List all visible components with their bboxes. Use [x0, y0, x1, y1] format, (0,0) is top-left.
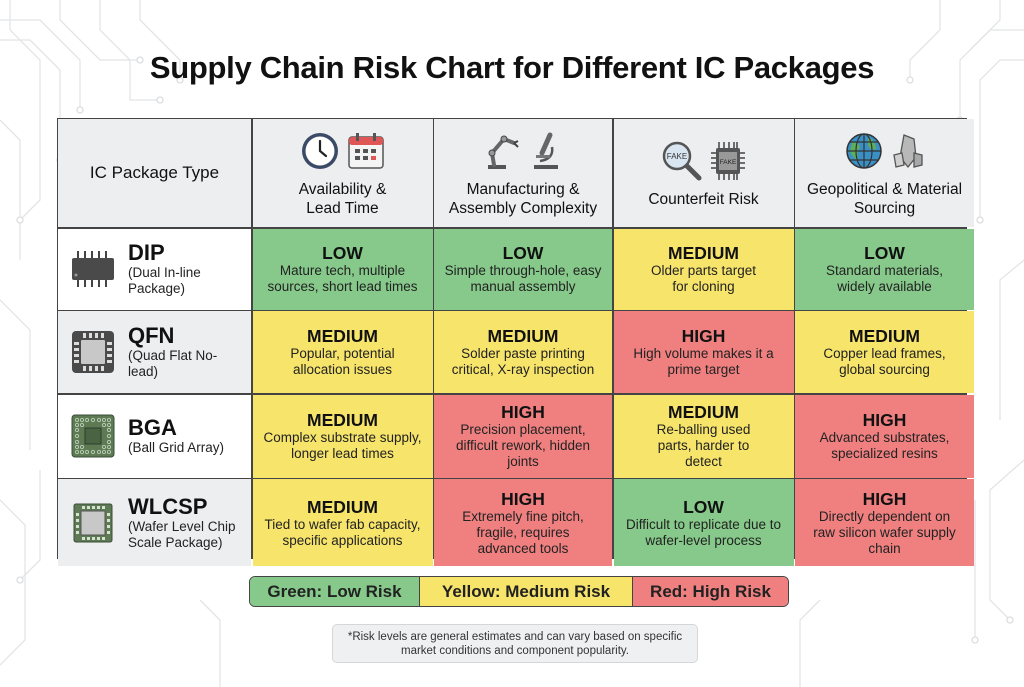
risk-cell-dip-geopolitical: LOW Standard materials, widely available — [795, 228, 974, 310]
risk-level: HIGH — [862, 410, 907, 430]
microscope-icon — [534, 132, 558, 169]
package-dip: DIP (Dual In-line Package) — [58, 228, 251, 310]
risk-cell-wlcsp-geopolitical: HIGH Directly dependent on raw silicon w… — [795, 479, 974, 566]
header-label: Geopolitical & Material Sourcing — [806, 181, 963, 217]
risk-description: Popular, potential allocation issues — [290, 346, 395, 377]
calendar-icon — [347, 133, 384, 169]
risk-cell-qfn-manufacturing: MEDIUM Solder paste printing critical, X… — [434, 311, 612, 393]
legend-medium: Yellow: Medium Risk — [420, 577, 633, 606]
risk-cell-dip-manufacturing: LOW Simple through-hole, easy manual ass… — [434, 228, 612, 310]
robot-arm-icon — [488, 135, 519, 169]
risk-description: Re-balling used parts, harder to detect — [656, 422, 751, 469]
legend-high: Red: High Risk — [633, 577, 788, 606]
page-title: Supply Chain Risk Chart for Different IC… — [149, 50, 875, 85]
risk-level: LOW — [322, 243, 363, 263]
risk-level: MEDIUM — [307, 326, 378, 346]
globe-icon — [845, 133, 882, 169]
package-name: QFN — [128, 323, 175, 348]
risk-description: Copper lead frames, global sourcing — [823, 346, 946, 377]
package-full-name: (Dual In-line Package) — [128, 265, 201, 296]
fake-chip-icon: FAKE — [710, 141, 745, 180]
header-counterfeit: FAKE FAKE Counterfeit Risk — [613, 119, 794, 227]
header-label: Availability & Lead Time — [298, 181, 387, 217]
package-name: WLCSP — [128, 493, 208, 519]
svg-text:FAKE: FAKE — [719, 159, 736, 166]
header-label: Manufacturing & Assembly Complexity — [448, 181, 598, 217]
risk-cell-bga-geopolitical: HIGH Advanced substrates, specialized re… — [795, 394, 974, 478]
risk-description: Directly dependent on raw silicon wafer … — [813, 508, 956, 556]
risk-description: Complex substrate supply, longer lead ti… — [263, 430, 422, 461]
risk-description: Tied to wafer fab capacity, specific app… — [264, 516, 421, 548]
clock-icon — [301, 133, 338, 169]
qfn-chip-icon — [72, 331, 114, 373]
risk-description: Precision placement, difficult rework, h… — [455, 422, 591, 469]
risk-level: HIGH — [501, 488, 545, 509]
risk-cell-dip-counterfeit: MEDIUM Older parts target for cloning — [613, 228, 794, 310]
risk-level: MEDIUM — [849, 326, 920, 346]
svg-text:FAKE: FAKE — [666, 152, 686, 161]
wlcsp-chip-icon — [73, 503, 113, 542]
risk-level: HIGH — [862, 488, 907, 509]
risk-cell-bga-availability: MEDIUM Complex substrate supply, longer … — [252, 394, 433, 478]
magnifier-fake-icon: FAKE — [662, 141, 701, 180]
risk-cell-qfn-geopolitical: MEDIUM Copper lead frames, global sourci… — [795, 311, 974, 393]
package-name: DIP — [128, 240, 165, 265]
risk-level: MEDIUM — [668, 243, 739, 263]
risk-cell-wlcsp-manufacturing: HIGH Extremely fine pitch, fragile, requ… — [434, 479, 612, 566]
risk-cell-qfn-counterfeit: HIGH High volume makes it a prime target — [613, 311, 794, 393]
package-full-name: (Quad Flat No-lead) — [128, 348, 218, 379]
header-manufacturing: Manufacturing & Assembly Complexity — [434, 119, 612, 227]
package-qfn: QFN (Quad Flat No-lead) — [58, 311, 251, 393]
risk-level: MEDIUM — [307, 496, 378, 517]
risk-legend: Green: Low Risk Yellow: Medium Risk Red:… — [249, 576, 789, 607]
legend-low: Green: Low Risk — [250, 577, 420, 606]
risk-level: LOW — [683, 496, 724, 517]
risk-table: IC Package Type Availability & Lead Time — [57, 118, 974, 566]
risk-level: HIGH — [501, 402, 545, 422]
risk-level: LOW — [864, 243, 905, 263]
header-ic-package-type: IC Package Type — [58, 119, 251, 227]
footnote: *Risk levels are general estimates and c… — [332, 624, 698, 663]
risk-description: Extremely fine pitch, fragile, requires … — [462, 508, 584, 556]
risk-description: Advanced substrates, specialized resins — [819, 430, 950, 461]
package-full-name: (Ball Grid Array) — [128, 440, 225, 455]
package-full-name: (Wafer Level Chip Scale Package) — [128, 518, 236, 550]
risk-cell-wlcsp-availability: MEDIUM Tied to wafer fab capacity, speci… — [252, 479, 433, 566]
risk-description: Difficult to replicate due to wafer-leve… — [625, 516, 782, 548]
risk-description: Older parts target for cloning — [650, 263, 757, 294]
risk-level: MEDIUM — [487, 326, 559, 346]
package-wlcsp: WLCSP (Wafer Level Chip Scale Package) — [58, 479, 251, 566]
risk-description: Simple through-hole, easy manual assembl… — [444, 263, 602, 294]
package-bga: BGA (Ball Grid Array) — [58, 394, 251, 478]
dip-chip-icon — [72, 251, 114, 287]
risk-cell-qfn-availability: MEDIUM Popular, potential allocation iss… — [252, 311, 433, 393]
crystal-icon — [892, 134, 923, 169]
bga-chip-icon — [71, 414, 115, 458]
risk-cell-wlcsp-counterfeit: LOW Difficult to replicate due to wafer-… — [613, 479, 794, 566]
header-geopolitical: Geopolitical & Material Sourcing — [795, 119, 974, 227]
header-label: IC Package Type — [89, 163, 220, 182]
package-name: BGA — [128, 415, 177, 440]
risk-cell-bga-manufacturing: HIGH Precision placement, difficult rewo… — [434, 394, 612, 478]
risk-level: MEDIUM — [668, 402, 739, 422]
header-availability: Availability & Lead Time — [252, 119, 433, 227]
risk-level: LOW — [502, 243, 544, 263]
header-label: Counterfeit Risk — [648, 190, 759, 208]
risk-cell-bga-counterfeit: MEDIUM Re-balling used parts, harder to … — [613, 394, 794, 478]
risk-description: High volume makes it a prime target — [633, 346, 774, 377]
risk-description: Mature tech, multiple sources, short lea… — [267, 263, 418, 294]
risk-description: Standard materials, widely available — [825, 263, 944, 294]
risk-level: HIGH — [681, 326, 726, 346]
risk-description: Solder paste printing critical, X-ray in… — [451, 346, 595, 377]
risk-level: MEDIUM — [307, 410, 378, 430]
risk-cell-dip-availability: LOW Mature tech, multiple sources, short… — [252, 228, 433, 310]
